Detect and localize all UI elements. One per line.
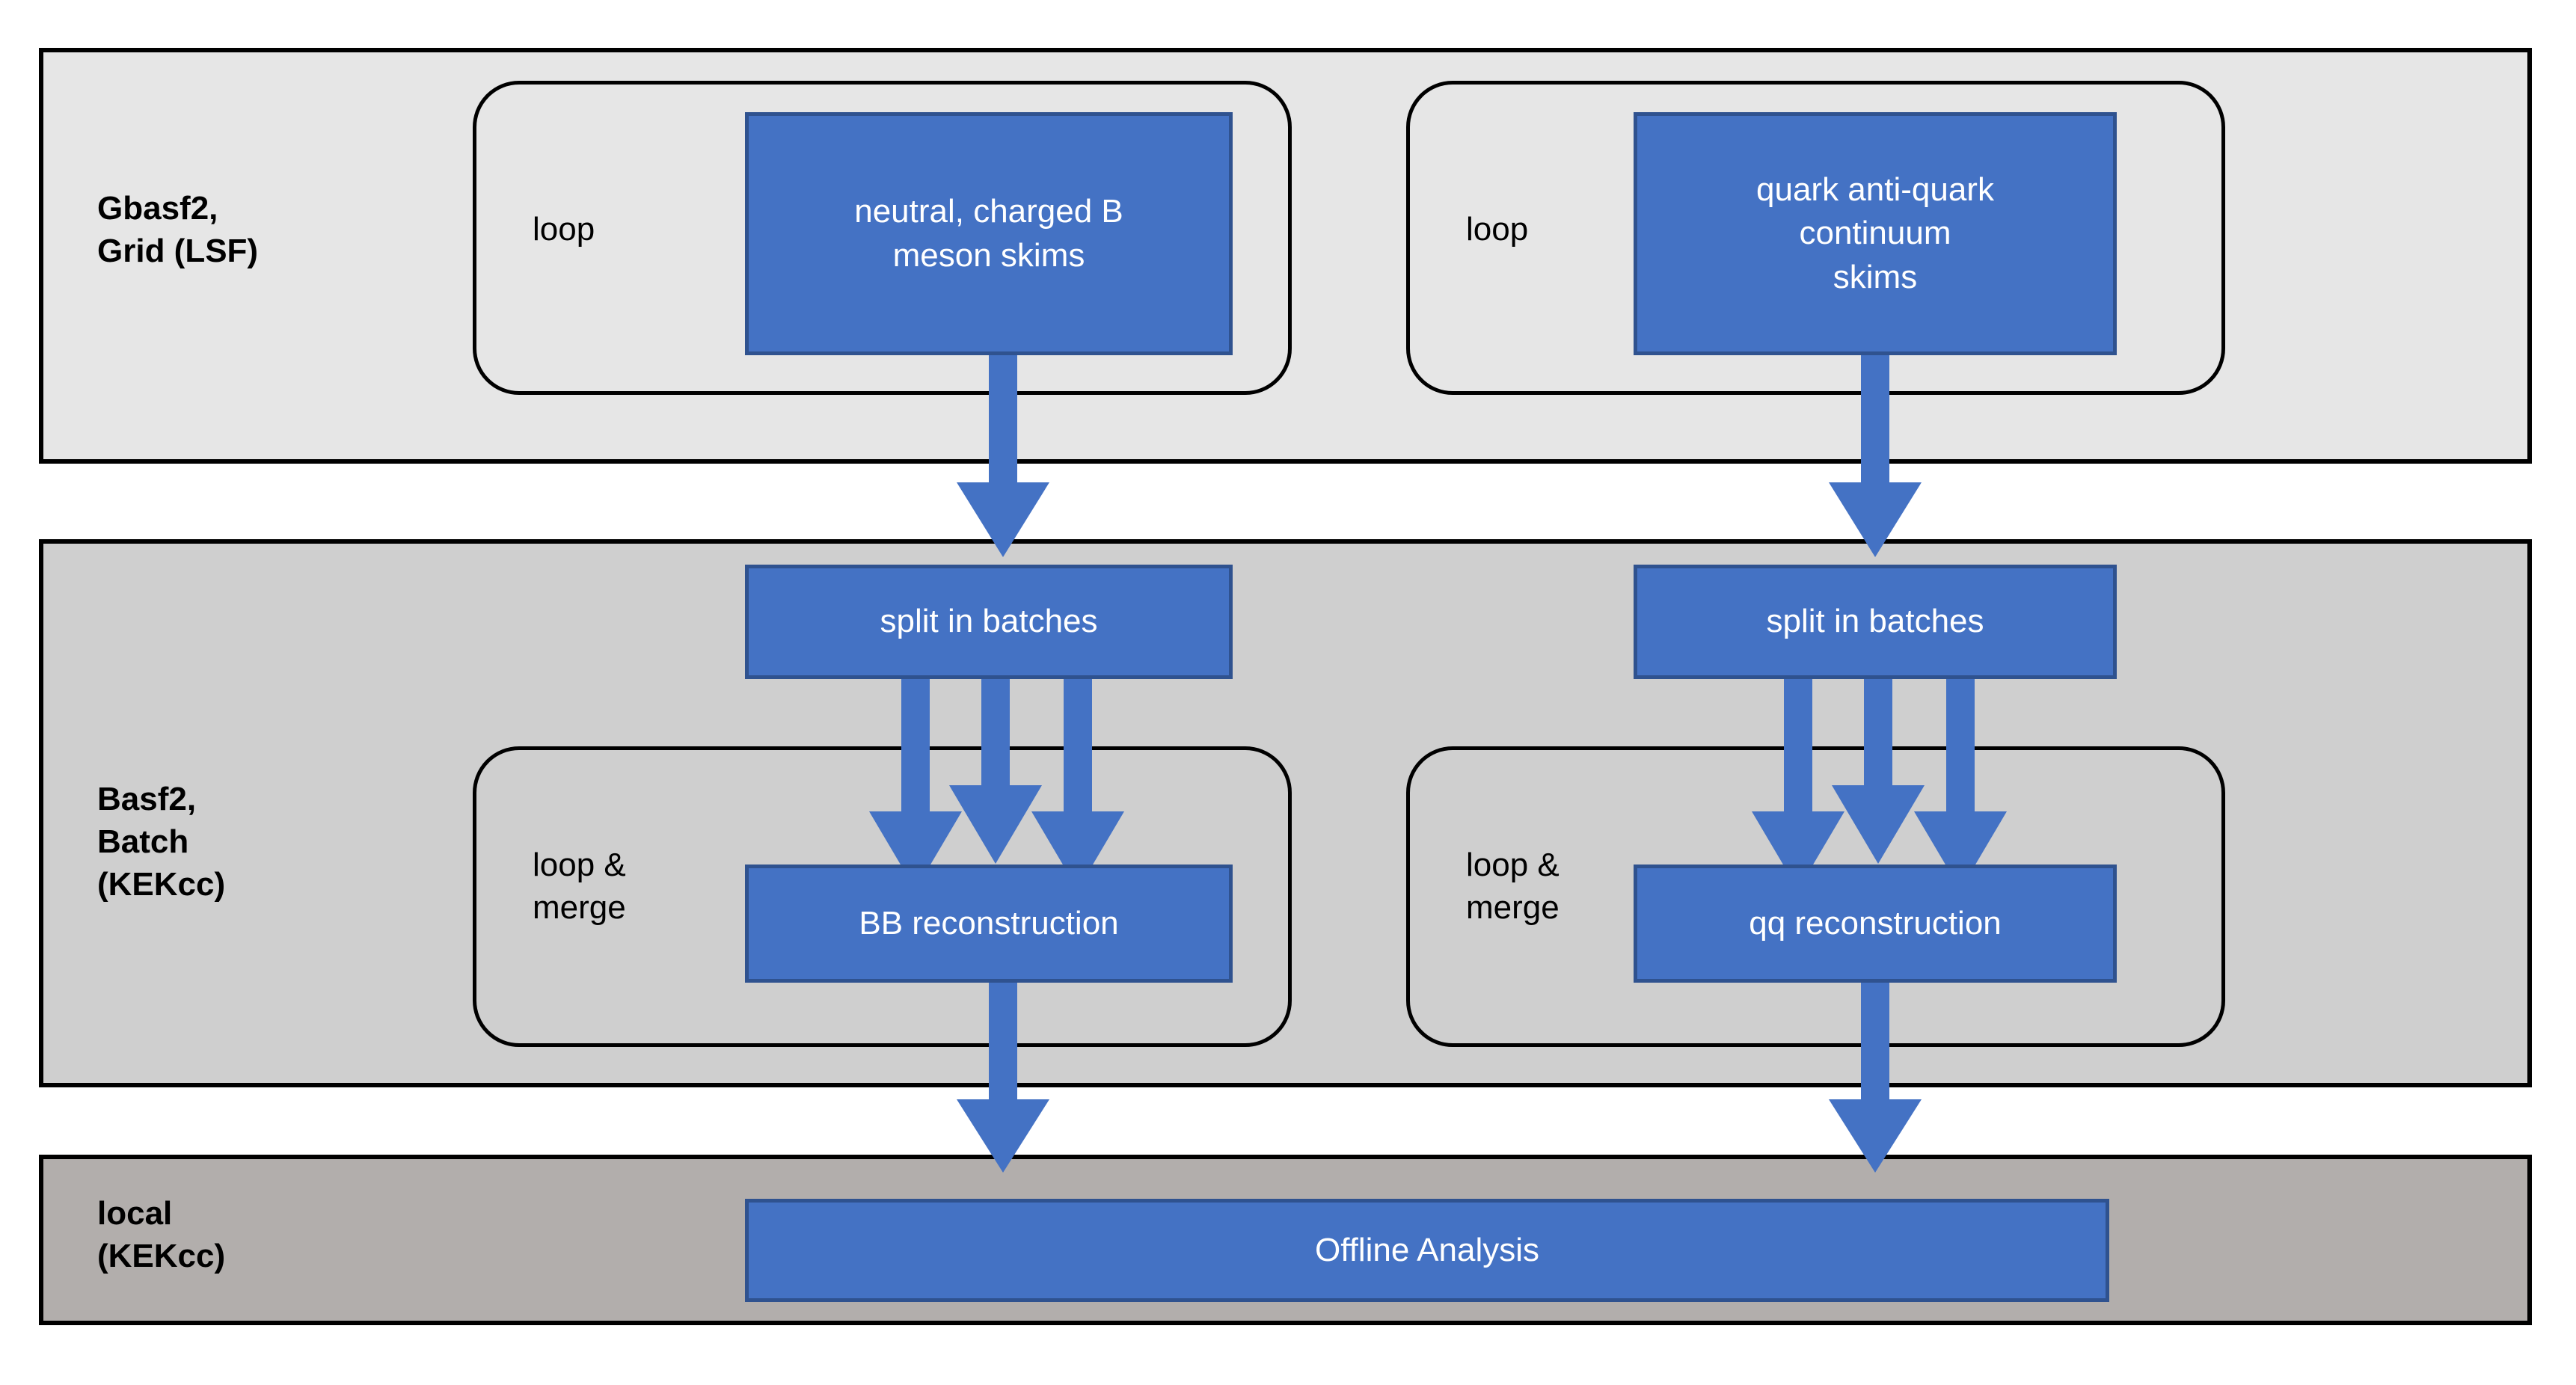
process-box-split-in-batches-left[interactable]: split in batches [745,565,1233,679]
loop-label-q-skims: loop [1466,211,1529,248]
loop-label-bb-reco: loop & merge [533,847,626,927]
band-label-basf2-batch: Basf2, Batch (KEKcc) [97,781,226,903]
loop-label-qq-reco: loop & merge [1466,847,1560,927]
loop-container-b-skims [473,81,1292,395]
loop-container-bb-reco [473,746,1292,1047]
process-box-offline-analysis[interactable]: Offline Analysis [745,1199,2109,1302]
band-label-gbasf2-grid: Gbasf2, Grid (LSF) [97,190,259,270]
loop-container-q-skims [1406,81,2225,395]
process-box-bb-reconstruction[interactable]: BB reconstruction [745,865,1233,983]
process-box-split-in-batches-right[interactable]: split in batches [1634,565,2117,679]
process-box-q-continuum-skims[interactable]: quark anti-quark continuum skims [1634,112,2117,355]
process-box-qq-reconstruction[interactable]: qq reconstruction [1634,865,2117,983]
loop-label-b-skims: loop [533,211,595,248]
process-box-b-meson-skims[interactable]: neutral, charged B meson skims [745,112,1233,355]
loop-container-qq-reco [1406,746,2225,1047]
band-label-local-kekcc: local (KEKcc) [97,1195,226,1275]
